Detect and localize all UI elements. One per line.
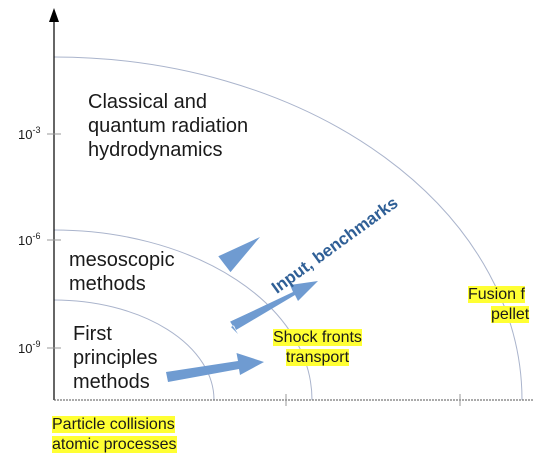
region-label-mesoscopic: mesoscopic methods bbox=[69, 249, 175, 295]
y-tick-label-2: 10-6 bbox=[18, 231, 41, 248]
arrow-meso-to-hydro-body bbox=[232, 281, 318, 330]
arrow-first-to-meso bbox=[133, 237, 260, 346]
shock-fronts-label: Shock fronts transport bbox=[273, 329, 362, 366]
arc-small bbox=[53, 299, 215, 401]
region-label-first-principles: First principles methods bbox=[73, 323, 158, 393]
region-label-hydrodynamics: Classical and quantum radiation hydrodyn… bbox=[88, 91, 249, 161]
fusion-pellet-label: Fusion f pellet bbox=[468, 286, 530, 323]
particle-collisions-label: Particle collisions atomic processes bbox=[52, 416, 177, 453]
y-tick-label-3: 10-9 bbox=[18, 339, 41, 356]
arrow-first-to-shock bbox=[166, 353, 264, 382]
y-axis-arrowhead bbox=[49, 8, 59, 22]
y-tick-label-1: 10-3 bbox=[18, 125, 41, 142]
